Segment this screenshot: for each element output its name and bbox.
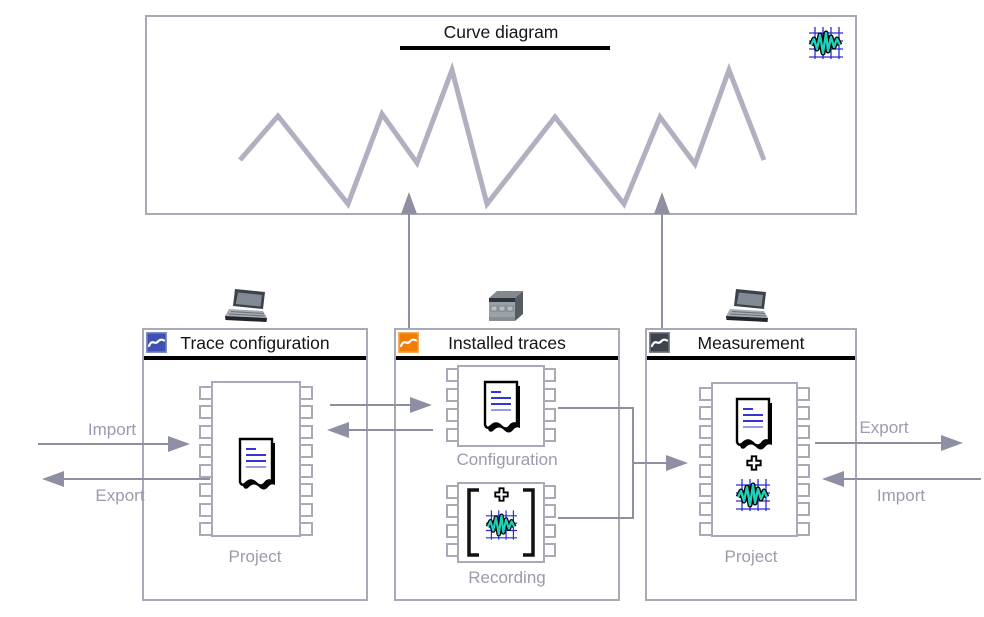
laptop-icon (723, 289, 771, 327)
section-title: Installed traces (448, 333, 566, 353)
curve-diagram-panel: Curve diagram (145, 15, 857, 215)
import-label-left: Import (87, 420, 137, 439)
document-icon (238, 437, 276, 490)
section-title: Measurement (697, 333, 805, 353)
measurement-header: Measurement (647, 330, 855, 360)
trace-curve-badge-icon (398, 332, 419, 353)
curve-diagram-title: Curve diagram (443, 22, 559, 42)
chip-recording (446, 482, 556, 563)
section-measurement: Measurement Project (645, 328, 857, 601)
document-icon (483, 380, 521, 433)
installed-traces-header: Installed traces (396, 330, 618, 360)
bracket-icon (467, 488, 535, 557)
trace-curve-badge-icon (146, 332, 167, 353)
chip-configuration (446, 365, 556, 447)
chip-label-configuration: Configuration (456, 450, 558, 469)
zigzag-curve (238, 61, 767, 210)
chip-label-project: Project (228, 547, 282, 566)
curve-title-underline (400, 46, 610, 50)
chip-project (199, 381, 313, 537)
section-title: Trace configuration (180, 333, 330, 353)
trace-configuration-header: Trace configuration (144, 330, 366, 360)
chip-label-project: Project (724, 547, 778, 566)
chip-label-recording: Recording (468, 568, 546, 587)
export-label-left: Export (95, 486, 145, 505)
document-icon (735, 397, 773, 450)
import-label-right: Import (876, 486, 926, 505)
laptop-icon (222, 289, 270, 327)
plc-icon (486, 288, 526, 328)
trace-curve-badge-icon (649, 332, 670, 353)
section-trace-configuration: Trace configuration Project (142, 328, 368, 601)
chip-project-measurement (699, 382, 810, 537)
export-label-right: Export (859, 418, 909, 437)
section-installed-traces: Installed traces Configuration (394, 328, 620, 601)
